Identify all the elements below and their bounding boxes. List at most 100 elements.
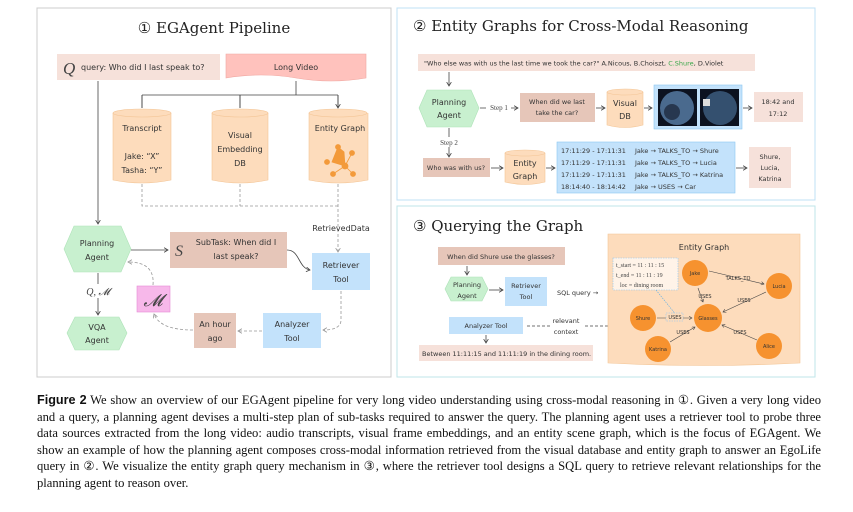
step2-label: Step 2 bbox=[440, 139, 458, 147]
svg-text:Jake → TALKS_TO → Lucia: Jake → TALKS_TO → Lucia bbox=[634, 159, 717, 167]
svg-text:18:42 and: 18:42 and bbox=[761, 98, 794, 106]
svg-text:Lucia,: Lucia, bbox=[760, 164, 779, 172]
panel2-title: ② Entity Graphs for Cross-Modal Reasonin… bbox=[413, 17, 749, 35]
svg-text:17:11:29 - 17:11:31: 17:11:29 - 17:11:31 bbox=[561, 171, 626, 179]
svg-text:Transcript: Transcript bbox=[121, 124, 161, 133]
question-text: "Who else was with us the last time we t… bbox=[424, 60, 724, 68]
analyzer-tool-box: Analyzer Tool bbox=[263, 313, 321, 348]
query-box bbox=[57, 54, 220, 80]
panel-egagent-pipeline: ① EGAgent Pipeline Q query: Who did I la… bbox=[36, 7, 392, 378]
graph-icon bbox=[324, 144, 356, 177]
svg-text:18:14:40 - 18:14:42: 18:14:40 - 18:14:42 bbox=[561, 183, 626, 191]
svg-text:Tool: Tool bbox=[519, 293, 533, 301]
svg-text:VQA: VQA bbox=[88, 323, 106, 332]
svg-text:Planning: Planning bbox=[432, 98, 466, 107]
time-constraint-box: t_start = 11 : 11 : 15 t_end = 11 : 11 :… bbox=[612, 257, 679, 291]
retrieved-data-label: RetrievedData bbox=[312, 224, 370, 233]
svg-text:17:12: 17:12 bbox=[769, 110, 788, 118]
panel3-title: ③ Querying the Graph bbox=[413, 217, 584, 235]
panel1-title: ① EGAgent Pipeline bbox=[138, 19, 291, 37]
svg-text:Agent: Agent bbox=[437, 111, 461, 120]
svg-text:Entity Graph: Entity Graph bbox=[315, 124, 365, 133]
svg-text:t_end = 11 : 11 : 19: t_end = 11 : 11 : 19 bbox=[616, 273, 663, 279]
svg-text:Entity Graph: Entity Graph bbox=[679, 243, 729, 252]
node-lucia bbox=[766, 273, 792, 299]
svg-text:Visual: Visual bbox=[228, 131, 252, 140]
step1-label: Step 1 bbox=[490, 104, 508, 112]
analyzer-tool-box: Analyzer Tool bbox=[449, 317, 523, 334]
svg-text:Graph: Graph bbox=[513, 172, 538, 181]
long-video-label: Long Video bbox=[274, 63, 318, 72]
svg-text:Jake: Jake bbox=[689, 271, 700, 277]
svg-text:Agent: Agent bbox=[85, 253, 109, 262]
svg-text:Glasses: Glasses bbox=[698, 316, 718, 322]
answer-box bbox=[419, 345, 593, 361]
caption-text: We show an overview of our EGAgent pipel… bbox=[37, 393, 821, 490]
svg-text:DB: DB bbox=[234, 159, 246, 168]
svg-text:loc = dining room: loc = dining room bbox=[620, 283, 664, 289]
people-result-box: Shure, Lucia, Katrina bbox=[749, 147, 791, 188]
svg-text:Agent: Agent bbox=[457, 292, 477, 300]
svg-text:Tool: Tool bbox=[283, 334, 300, 343]
visual-embedding-db: Visual Embedding DB bbox=[211, 108, 269, 184]
hour-ago-box: An hour ago bbox=[194, 313, 236, 348]
svg-text:Planning: Planning bbox=[80, 239, 114, 248]
svg-text:Jake → TALKS_TO → Shure: Jake → TALKS_TO → Shure bbox=[634, 147, 719, 155]
svg-text:Tool: Tool bbox=[332, 275, 349, 284]
edge-uses: USES bbox=[698, 294, 711, 300]
planning-agent-node: Planning Agent bbox=[444, 276, 489, 302]
svg-text:SubTask: When did I: SubTask: When did I bbox=[196, 238, 277, 247]
svg-text:Entity: Entity bbox=[513, 159, 537, 168]
edge-uses: USES bbox=[733, 330, 746, 336]
svg-text:DB: DB bbox=[619, 112, 631, 121]
planning-agent-node: Planning Agent bbox=[418, 89, 480, 128]
transcript-db: Transcript Jake: “X” Tasha: “Y” bbox=[112, 108, 172, 184]
svg-text:Retriever: Retriever bbox=[323, 261, 360, 270]
panel-entity-graphs: ② Entity Graphs for Cross-Modal Reasonin… bbox=[396, 7, 816, 201]
planning-agent-node: Planning Agent bbox=[63, 225, 132, 273]
node-alice bbox=[756, 333, 782, 359]
query-symbol: Q bbox=[63, 59, 75, 78]
entity-graph-db: Entity Graph bbox=[308, 108, 369, 184]
figure-caption: Figure 2 We show an overview of our EGAg… bbox=[37, 392, 821, 492]
svg-text:ago: ago bbox=[208, 334, 223, 343]
svg-text:Who was with us?: Who was with us? bbox=[427, 164, 485, 172]
video-frames bbox=[653, 84, 743, 130]
svg-text:When did we last: When did we last bbox=[529, 98, 585, 106]
subtask-box: S SubTask: When did I last speak? bbox=[170, 232, 287, 268]
svg-text:S: S bbox=[175, 243, 183, 260]
svg-text:Tasha: “Y”: Tasha: “Y” bbox=[121, 166, 163, 175]
relevant-context-label: relevant bbox=[553, 317, 580, 325]
qm-label: Q, 𝓜 bbox=[86, 287, 113, 298]
svg-text:Jake: “X”: Jake: “X” bbox=[124, 152, 160, 161]
question-box bbox=[438, 247, 565, 265]
vqa-agent-node: VQA Agent bbox=[66, 316, 128, 351]
svg-text:Agent: Agent bbox=[85, 336, 109, 345]
svg-text:t_start = 11 : 11 : 15: t_start = 11 : 11 : 15 bbox=[616, 263, 664, 269]
node-katrina bbox=[645, 336, 671, 362]
figure-label: Figure 2 bbox=[37, 393, 87, 407]
svg-text:An hour: An hour bbox=[199, 320, 231, 329]
svg-text:Embedding: Embedding bbox=[217, 145, 262, 154]
svg-text:Visual: Visual bbox=[613, 99, 637, 108]
svg-text:take the car?: take the car? bbox=[536, 109, 579, 117]
sql-query-label: SQL query → bbox=[557, 289, 599, 297]
node-glasses bbox=[694, 304, 722, 332]
time-result-box: 18:42 and 17:12 bbox=[754, 92, 803, 122]
retriever-tool-box: Retriever Tool bbox=[312, 253, 370, 290]
retriever-tool-box: Retriever Tool bbox=[505, 277, 547, 306]
svg-text:last speak?: last speak? bbox=[214, 252, 259, 261]
svg-text:Katrina: Katrina bbox=[649, 347, 667, 353]
svg-text:Shure,: Shure, bbox=[760, 153, 781, 161]
svg-text:17:11:29 - 17:11:31: 17:11:29 - 17:11:31 bbox=[561, 159, 626, 167]
node-shure bbox=[630, 305, 656, 331]
edge-uses: USES bbox=[737, 298, 750, 304]
svg-text:Analyzer Tool: Analyzer Tool bbox=[465, 322, 508, 330]
svg-text:Jake → TALKS_TO → Katrina: Jake → TALKS_TO → Katrina bbox=[634, 171, 723, 179]
edge-talks-to: TALKS_TO bbox=[725, 276, 751, 282]
long-video-box bbox=[225, 53, 367, 82]
svg-text:Alice: Alice bbox=[763, 344, 775, 350]
svg-text:context: context bbox=[554, 328, 579, 336]
relations-table: 17:11:29 - 17:11:31 Jake → TALKS_TO → Sh… bbox=[556, 141, 736, 194]
edge-uses: USES bbox=[676, 330, 689, 336]
